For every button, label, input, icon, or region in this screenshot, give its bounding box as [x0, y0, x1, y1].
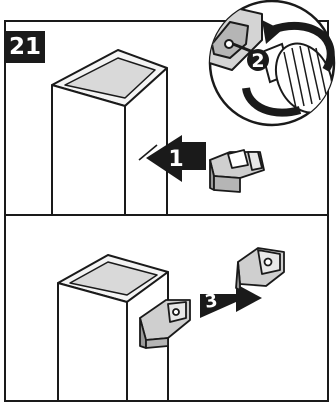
step-number-badge: 21	[5, 31, 45, 63]
magnifier-detail: 2	[206, 1, 336, 125]
clip-bracket	[210, 150, 264, 192]
callout-3: 3	[204, 290, 219, 313]
cabinet-post-top	[52, 50, 167, 215]
removed-clip	[236, 248, 284, 290]
callout-2: 2	[251, 50, 264, 72]
callout-1: 1	[168, 147, 183, 172]
